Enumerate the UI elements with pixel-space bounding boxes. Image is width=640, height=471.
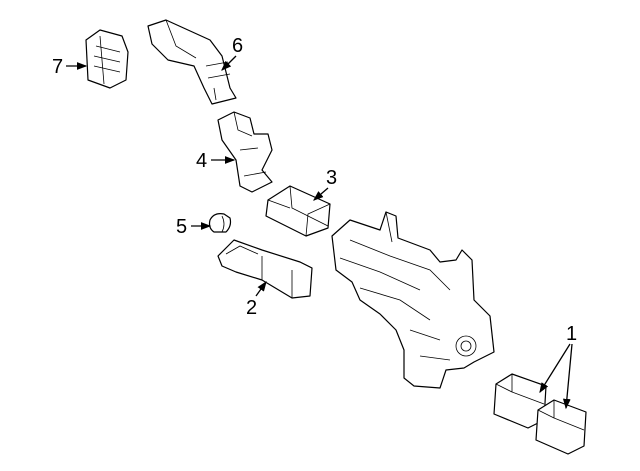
part-4-middle-duct[interactable] <box>217 111 273 193</box>
callout-label-3: 3 <box>326 167 337 189</box>
callout-label-2: 2 <box>246 297 257 319</box>
callout-6: 6 <box>221 35 243 71</box>
callout-1: 1 <box>539 323 577 410</box>
hvac-housing <box>331 211 495 389</box>
part-2-lower-duct[interactable] <box>217 239 313 299</box>
part-6-upper-duct[interactable] <box>147 19 237 105</box>
part-5-clip[interactable] <box>208 213 232 233</box>
callout-label-4: 4 <box>196 150 207 172</box>
part-7-vent-grille[interactable] <box>85 29 129 89</box>
callout-2: 2 <box>246 280 267 319</box>
callout-3: 3 <box>313 167 337 201</box>
callout-4: 4 <box>196 150 236 172</box>
callout-label-1: 1 <box>566 323 577 345</box>
callout-label-7: 7 <box>52 56 63 78</box>
part-3-box-duct[interactable] <box>265 185 331 237</box>
callout-label-6: 6 <box>232 35 243 57</box>
callout-5: 5 <box>176 216 212 238</box>
part-1-filters[interactable] <box>493 373 587 455</box>
callout-label-5: 5 <box>176 216 187 238</box>
callout-7: 7 <box>52 56 88 78</box>
